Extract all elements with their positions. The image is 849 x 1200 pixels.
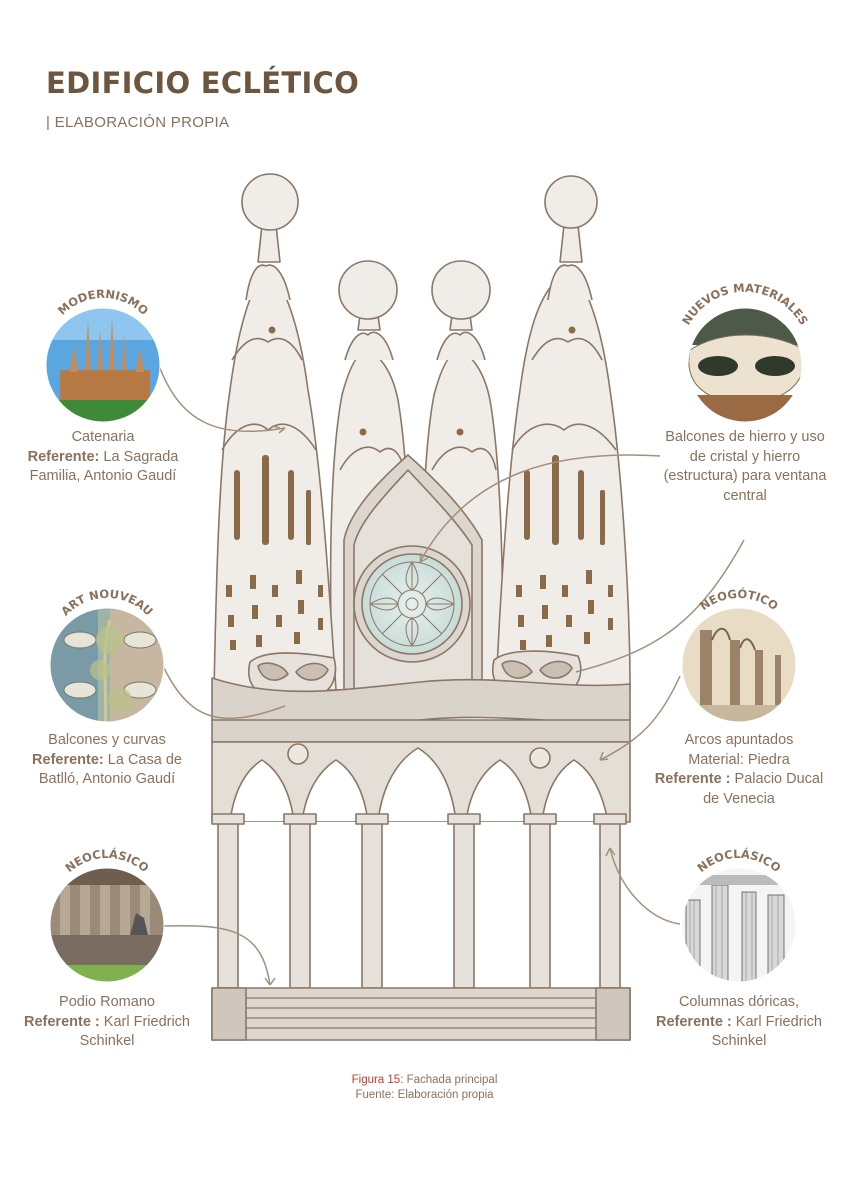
figure-source: Fuente: Elaboración propia <box>355 1089 494 1101</box>
caption-neoclasico-right-ref-value: Karl Friedrich Schinkel <box>711 1013 822 1050</box>
photo-neogotico <box>682 608 796 722</box>
rose-window <box>353 545 471 663</box>
figure-title: : Fachada principal <box>400 1074 498 1086</box>
caption-neoclasico-right-ref-label: Referente : <box>656 1013 732 1030</box>
caption-neoclasico-left-ref-label: Referente : <box>24 1013 100 1030</box>
page-subtitle: | ELABORACIÓN PROPIA <box>46 114 230 131</box>
caption-art-nouveau-ref-label: Referente: <box>32 751 104 768</box>
caption-neoclasico-right: Columnas dóricas, Referente : Karl Fried… <box>654 993 824 1052</box>
caption-art-nouveau-ref-value: La Casa de Batlló, Antonio Gaudí <box>38 751 182 788</box>
podium <box>211 987 631 1041</box>
caption-neoclasico-left: Podio Romano Referente : Karl Friedrich … <box>22 993 192 1052</box>
connector-lines <box>159 367 745 986</box>
caption-neogotico-line1: Arcos apuntados <box>684 732 794 748</box>
spandrel-oculus-right <box>529 747 551 769</box>
caption-art-nouveau: Balcones y curvas Referente: La Casa de … <box>22 731 192 790</box>
caption-modernismo-line1: Catenaria <box>71 429 135 445</box>
caption-nuevos-materiales: Balcones de hierro y uso de cristal y hi… <box>660 428 830 506</box>
pointed-arches <box>229 747 609 823</box>
columns <box>211 813 627 989</box>
caption-modernismo: Catenaria Referente: La Sagrada Familia,… <box>18 428 188 487</box>
frieze-band <box>211 677 631 743</box>
caption-neogotico-ref-value: Palacio Ducal de Venecia <box>703 771 824 807</box>
spandrel-oculus-left <box>287 743 309 765</box>
caption-neoclasico-right-line1: Columnas dóricas, <box>678 994 800 1010</box>
left-balcony <box>248 652 337 695</box>
photo-casa-batllo <box>50 608 164 722</box>
outer-right-tower <box>495 175 631 691</box>
figure-label: Figura 15 <box>351 1074 401 1086</box>
photo-nuevos-materiales <box>688 308 802 422</box>
caption-neoclasico-left-line1: Podio Romano <box>59 994 155 1010</box>
photo-neoclasico-left <box>50 868 164 982</box>
caption-modernismo-ref-value: La Sagrada Familia, Antonio Gaudí <box>29 448 179 485</box>
caption-neogotico-ref-label: Referente : <box>654 771 731 787</box>
caption-modernismo-ref-label: Referente: <box>27 448 100 465</box>
outer-left-tower <box>213 173 337 691</box>
caption-neoclasico-left-ref-value: Karl Friedrich Schinkel <box>79 1013 190 1050</box>
figure-caption: Figura 15: Fachada principal Fuente: Ela… <box>0 1073 849 1103</box>
photo-sagrada-familia <box>46 308 160 422</box>
page-title: EDIFICIO ECLÉTICO <box>46 66 360 100</box>
caption-nuevos-materiales-line1: Balcones de hierro y uso de cristal y hi… <box>663 429 827 504</box>
photo-neoclasico-right <box>682 868 796 982</box>
caption-art-nouveau-line1: Balcones y curvas <box>48 732 166 748</box>
caption-neogotico-line2: Material: Piedra <box>688 751 790 768</box>
caption-neogotico: Arcos apuntados Material: Piedra Referen… <box>654 731 824 809</box>
